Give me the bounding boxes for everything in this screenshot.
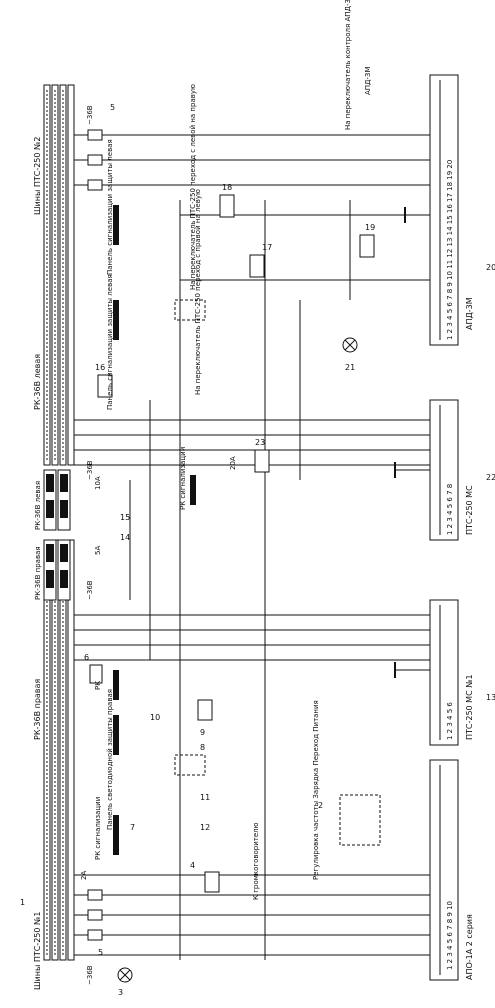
wiring-horizontal: [74, 134, 430, 956]
ref-20: 20: [486, 263, 495, 272]
labels: Шины ПТС-250 №1 Шины ПТС-250 №2 РК-36В п…: [33, 0, 474, 990]
to-switch-apd-label: На переключатель контроля АПД-3М: [344, 0, 352, 130]
left-bus-bars: [43, 539, 75, 961]
rk-lamp-label-2: РК сигнализации: [179, 447, 187, 510]
ref-12: 12: [200, 823, 210, 832]
wiring-vertical: [129, 200, 351, 960]
terminal-apd: 1 2 3 4 5 6 7 8 9 10 11 12 13 14 15 16 1…: [446, 160, 454, 340]
components: [89, 194, 381, 983]
to-switch-right-label: На переключатель ПТС-250 переход с левой…: [189, 84, 197, 290]
ref-16: 16: [95, 363, 105, 372]
ref-13: 13: [486, 693, 495, 702]
ref-15: 15: [120, 513, 130, 522]
panel-rk-right-label: Панель светодиодной защиты правая: [106, 689, 114, 830]
block-apd-header: АПД-3М: [364, 66, 372, 95]
rk-right-module-label: РК-36В правая: [34, 546, 42, 600]
rk-lamp-label: РК сигнализации: [94, 797, 102, 860]
terminal-pts1: 1 2 3 4 5 6: [446, 702, 454, 740]
ref-14: 14: [120, 533, 130, 542]
block-apd-label: АПД-3М: [465, 297, 474, 330]
minus-36v-c: ~36В: [86, 460, 94, 480]
rk-modules: [43, 469, 71, 601]
ref-11: 11: [200, 793, 210, 802]
note-ap-label: Регулировка частоты Зарядка Переход Пита…: [312, 700, 320, 880]
to-switch-left-label: На переключатель ПТС-250 переход с право…: [194, 189, 202, 395]
ref-17: 17: [262, 243, 272, 252]
ref-7: 7: [130, 823, 135, 832]
panel-rk-left2-label: Панель сигнализации защиты левая: [106, 139, 114, 275]
ground-symbols: [394, 207, 430, 678]
minus-36v-a: ~36В: [86, 965, 94, 985]
minus-36v-b: ~36В: [86, 580, 94, 600]
bus-left-title: Шины ПТС-250 №1: [33, 912, 42, 990]
ref-21: 21: [345, 363, 355, 372]
ref-6: 6: [84, 653, 89, 662]
ref-22: 22: [486, 473, 495, 482]
rk-label: РК: [94, 681, 102, 690]
ref-5a: 5: [98, 948, 103, 957]
ref-19: 19: [365, 223, 375, 232]
block-apd: [429, 74, 459, 346]
terminal-apo: 1 2 3 4 5 6 7 8 9 10: [446, 901, 454, 970]
fuses-left-bottom: [74, 889, 103, 941]
fuse-10a-label: 10А: [94, 476, 102, 490]
terminal-pts2: 1 2 3 4 5 6 7 8: [446, 484, 454, 535]
block-apo-label: АПО-1А 2 серия: [465, 914, 474, 980]
ref-9: 9: [200, 728, 205, 737]
fuse-5a-label: 5А: [94, 546, 102, 555]
fuses-right-top: [74, 129, 103, 191]
right-bus-bars: [43, 84, 75, 466]
rk-left-bus-label: РК-36В правая: [33, 679, 42, 740]
ref-18: 18: [222, 183, 232, 192]
rk-left-module-label: РК-36В левая: [34, 481, 42, 530]
ref-1: 1: [20, 898, 25, 907]
ref-10: 10: [150, 713, 160, 722]
ref-23: 23: [255, 438, 265, 447]
minus-36v-d: ~36В: [86, 105, 94, 125]
block-apo: [429, 759, 459, 981]
block-pts-1: [429, 599, 459, 746]
block-pts2-label: ПТС-250 МС: [465, 485, 474, 535]
panel-rk-left-label: Панель сигнализации защиты левая: [106, 274, 114, 410]
ref-3: 3: [118, 988, 123, 997]
to-loudspeaker-label: К громкоговорителю: [252, 822, 260, 900]
fuse-20a-label: 20А: [229, 456, 237, 470]
bus-right-title: Шины ПТС-250 №2: [33, 137, 42, 215]
rk-right-bus-label: РК-36В левая: [33, 354, 42, 410]
ref-5b: 5: [110, 103, 115, 112]
ref-8: 8: [200, 743, 205, 752]
block-pts1-label: ПТС-250 МС №1: [465, 674, 474, 740]
ref-4: 4: [190, 861, 195, 870]
reference-numbers: 1 2 3 4 5 5 6 7 8 9 10 11 12 13 14 15 16…: [20, 103, 495, 997]
ref-2: 2: [318, 801, 323, 810]
fuse-2a-label: 2А: [80, 871, 88, 880]
